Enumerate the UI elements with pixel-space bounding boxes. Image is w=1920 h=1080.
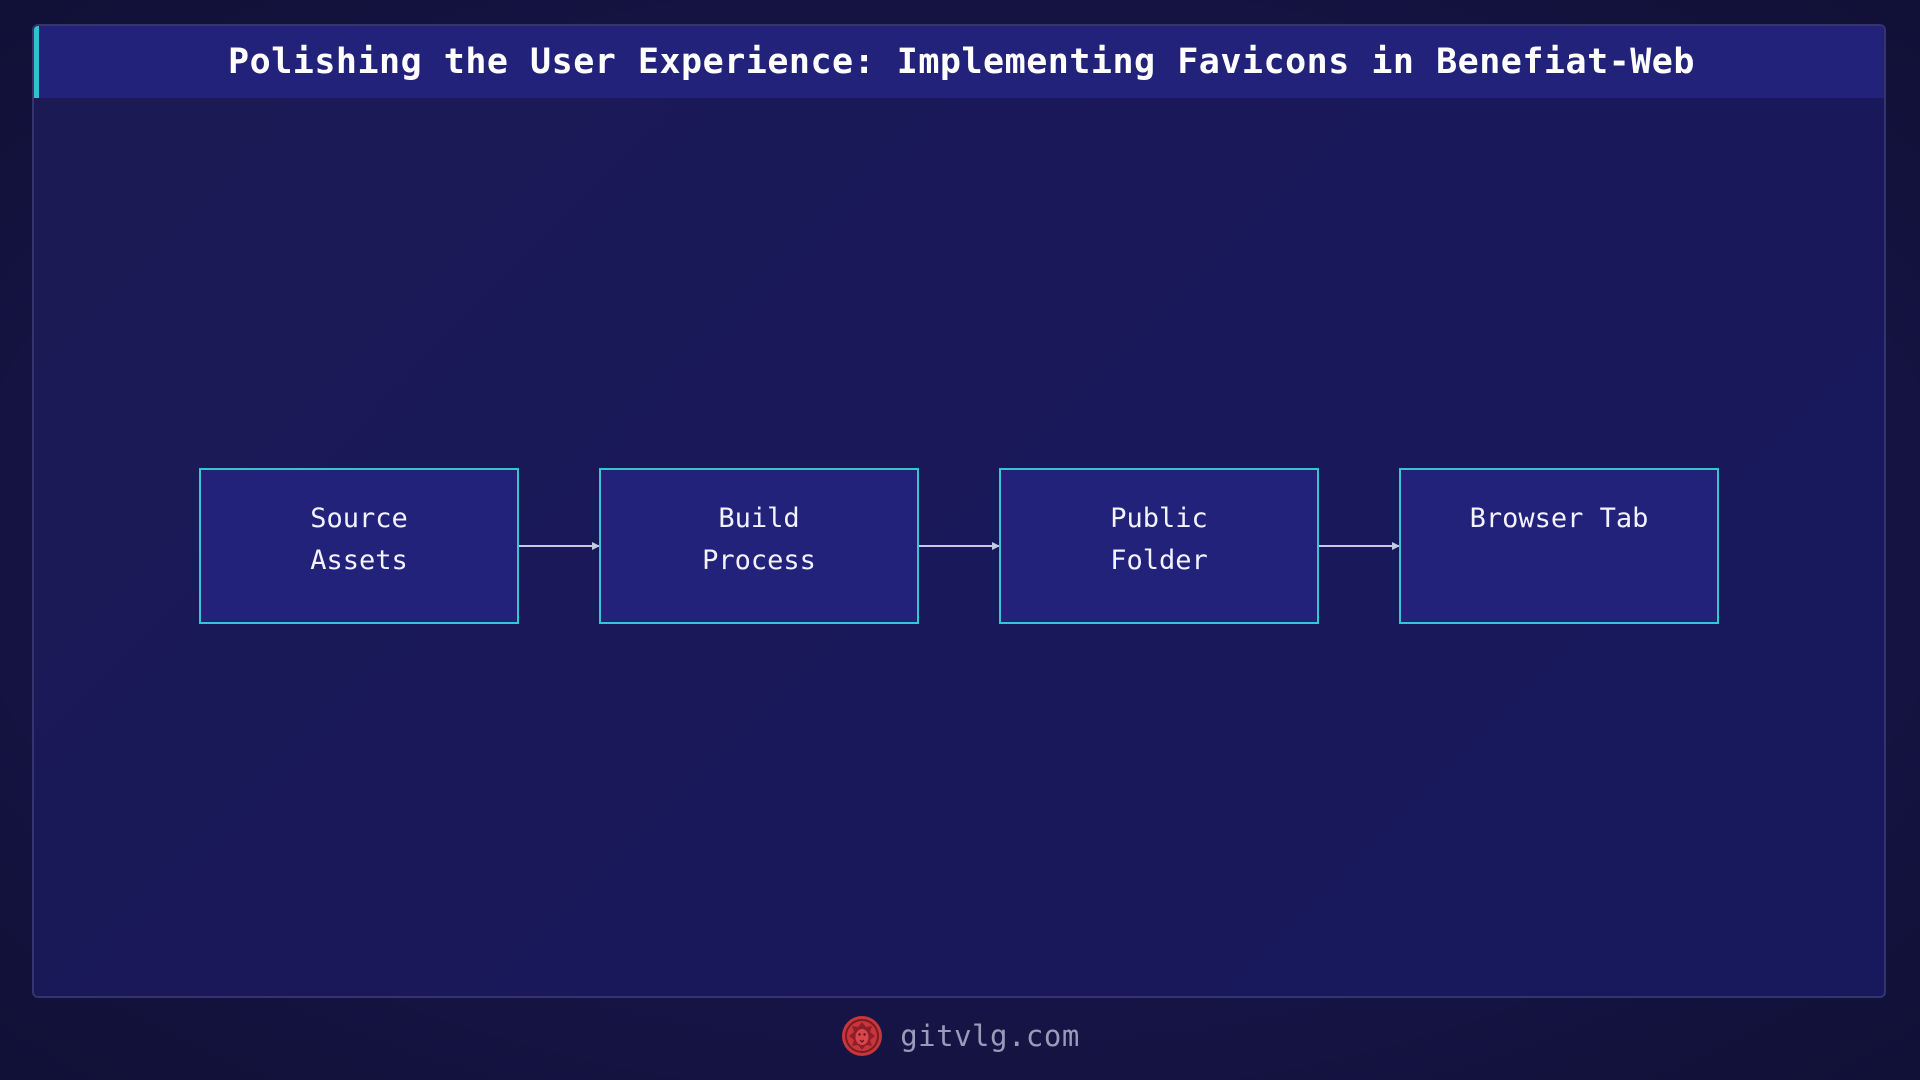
footer: gitvlg.com [0,1012,1920,1060]
site-url[interactable]: gitvlg.com [900,1019,1080,1053]
node-label: Public Folder [1110,503,1208,576]
node-build-process: Build Process [599,468,919,624]
node-label: Build Process [702,503,816,576]
node-public-folder: Public Folder [999,468,1319,624]
title-bar: Polishing the User Experience: Implement… [34,26,1884,98]
node-source-assets: Source Assets [199,468,519,624]
node-label: Browser Tab [1469,503,1649,534]
node-label: Source Assets [310,503,408,576]
page-title: Polishing the User Experience: Implement… [228,42,1695,82]
lion-emblem-icon [842,1016,883,1056]
node-browser-tab: Browser Tab [1399,468,1719,624]
